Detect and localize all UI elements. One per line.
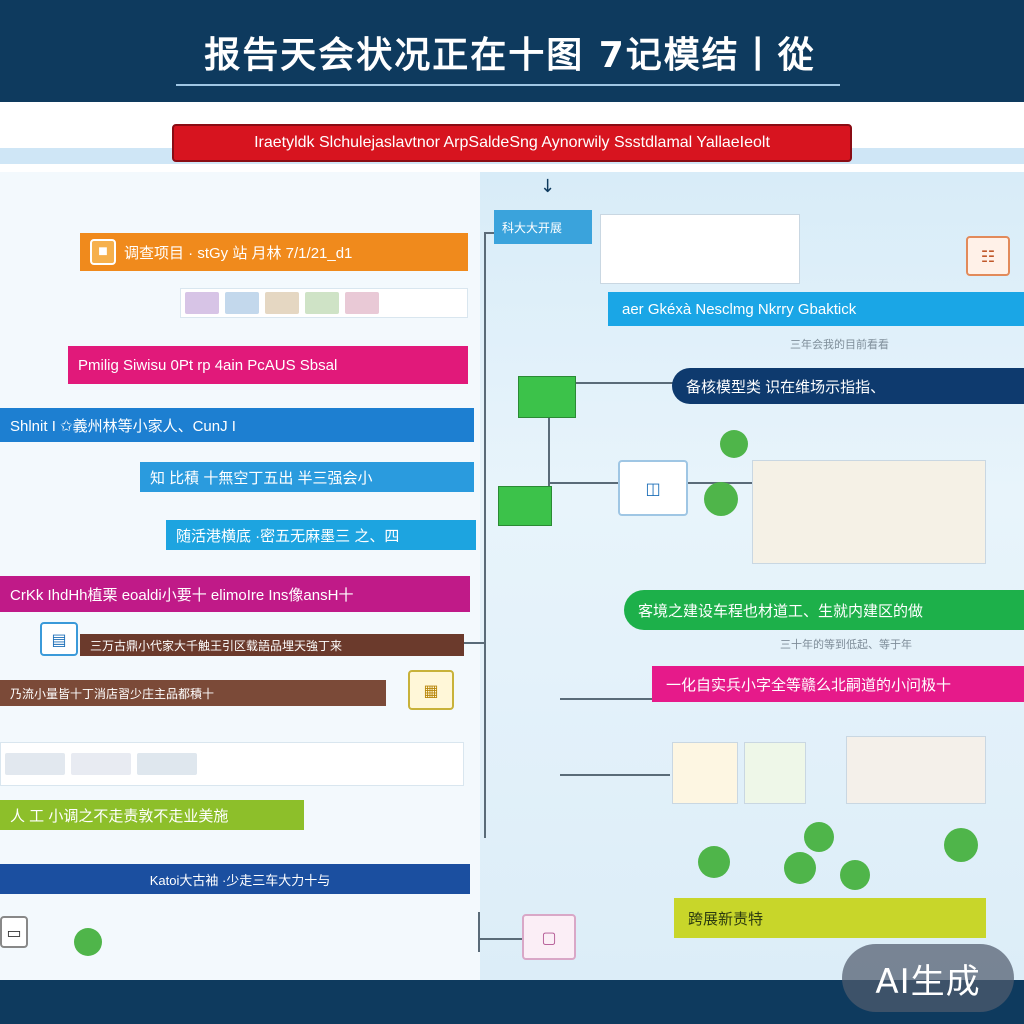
down-arrow-icon: ↓ <box>540 176 556 197</box>
plant-icon <box>74 928 102 956</box>
ai-generated-badge: AI生成 <box>842 944 1014 1012</box>
left-banner-2: Pmilig Siwisu 0Pt rp 4ain PcAUS Sbsal <box>68 346 468 384</box>
illustration-panel <box>752 460 986 564</box>
right-banner-3: 客境之建设车程也材道工、生就内建区的做 <box>624 590 1024 630</box>
left-banner-4: 知 比積 十無空丁五出 半三强会小 <box>140 462 474 492</box>
right-banner-4: 一化自实兵小字全等赣么北嗣道的小问极十 <box>652 666 1024 702</box>
left-banner-label: 乃流小量皆十丁消店習少庄主品都積十 <box>10 686 215 701</box>
left-banner-label: 知 比積 十無空丁五出 半三强会小 <box>150 469 373 487</box>
green-node <box>498 486 552 526</box>
bag-icon: ☷ <box>966 236 1010 276</box>
tree-icon <box>720 430 748 458</box>
right-banner-label: 一化自实兵小字全等赣么北嗣道的小问极十 <box>666 676 952 694</box>
left-banner-9: 人 工 小调之不走责敦不走业美施 <box>0 800 304 830</box>
page-title: 报告天会状况正在十图 7记模结丨從 <box>204 35 816 76</box>
left-banner-label: Katoi大古袖 ·少走三车大力十与 <box>149 872 331 888</box>
connector-line <box>484 232 500 234</box>
document-icon: ▢ <box>522 914 576 960</box>
right-banner-label: 跨展新责特 <box>688 910 764 928</box>
left-banner-7: 三万古鼎小代家大千触王引区载語品埋天強丁来 <box>80 634 464 656</box>
note-text: 三十年的等到低起、等于年 <box>780 639 912 651</box>
survey-icon: ■ <box>90 239 116 265</box>
left-banner-label: CrKk IhdHh植栗 eoaldi小要十 elimoIre Ins像ansH… <box>10 586 354 604</box>
info-panel <box>600 214 800 284</box>
thumbnail <box>305 292 339 314</box>
blue-tag: 科大大开展 <box>494 210 592 244</box>
folder-icon: ▦ <box>408 670 454 710</box>
thumbnail <box>71 753 131 775</box>
thumbnail <box>5 753 65 775</box>
thumbnail-strip <box>0 742 464 786</box>
left-banner-6: CrKk IhdHh植栗 eoaldi小要十 elimoIre Ins像ansH… <box>0 576 470 612</box>
tree-icon <box>804 822 834 852</box>
title-divider <box>176 84 840 86</box>
green-node <box>518 376 576 418</box>
right-banner-label: 备核模型类 识在维场示指指、 <box>686 378 886 396</box>
connector-line <box>548 382 550 498</box>
connector-line <box>548 482 620 484</box>
note-text: 三年会我的目前看看 <box>790 339 889 351</box>
right-banner-1: aer Gkéxà Nesclmg Nkrry Gbaktick <box>608 292 1024 326</box>
tree-icon <box>698 846 730 878</box>
connector-line <box>548 382 676 384</box>
monitor-icon: ◫ <box>618 460 688 516</box>
thumbnail <box>137 753 197 775</box>
right-banner-5: 跨展新责特 <box>674 898 986 938</box>
connector-line <box>560 774 670 776</box>
right-banner-2: 备核模型类 识在维场示指指、 <box>672 368 1024 404</box>
thumbnail <box>265 292 299 314</box>
connector-line <box>484 232 486 838</box>
left-banner-label: 随活港横底 ·密五无麻墨三 之、四 <box>176 527 400 545</box>
tree-icon <box>704 482 738 516</box>
connector-line <box>464 642 484 644</box>
right-banner-label: 客境之建设车程也材道工、生就内建区的做 <box>638 602 924 620</box>
thumbnail <box>345 292 379 314</box>
left-banner-5: 随活港横底 ·密五无麻墨三 之、四 <box>166 520 476 550</box>
left-banner-label: 调查项目 · stGy 站 月林 7/1/21_d1 <box>124 244 353 262</box>
connector-line <box>478 938 522 940</box>
building-panel <box>672 742 738 804</box>
left-banner-1: ■ 调查项目 · stGy 站 月林 7/1/21_d1 <box>80 233 468 271</box>
building-panel <box>846 736 986 804</box>
left-banner-8: 乃流小量皆十丁消店習少庄主品都積十 <box>0 680 386 706</box>
blue-tag-label: 科大大开展 <box>502 220 563 235</box>
left-banner-3: Shlnit I ✩義州林等小家人、CunJ I <box>0 408 474 442</box>
left-banner-label: Shlnit I ✩義州林等小家人、CunJ I <box>10 417 236 435</box>
tree-icon <box>784 852 816 884</box>
tree-icon <box>944 828 978 862</box>
thumbnail <box>225 292 259 314</box>
left-banner-10: Katoi大古袖 ·少走三车大力十与 <box>0 864 470 894</box>
doc-icon: ▤ <box>40 622 78 656</box>
connector-line <box>478 912 480 952</box>
tree-icon <box>840 860 870 890</box>
subtitle-banner: Iraetyldk Slchulejaslavtnor ArpSaldeSng … <box>172 124 852 162</box>
left-banner-label: Pmilig Siwisu 0Pt rp 4ain PcAUS Sbsal <box>78 356 338 374</box>
left-banner-label: 人 工 小调之不走责敦不走业美施 <box>10 807 229 825</box>
left-banner-label: 三万古鼎小代家大千触王引区载語品埋天強丁来 <box>90 638 343 653</box>
connector-line <box>560 698 656 700</box>
building-panel <box>744 742 806 804</box>
book-icon: ▭ <box>0 916 28 948</box>
thumbnail <box>185 292 219 314</box>
right-banner-label: aer Gkéxà Nesclmg Nkrry Gbaktick <box>622 300 857 318</box>
thumbnail-strip <box>180 288 468 318</box>
